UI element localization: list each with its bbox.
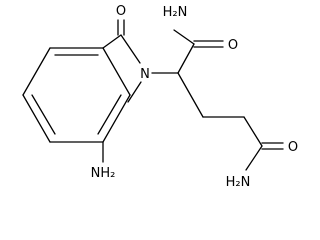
atom-label-amide2-nitrogen: H₂N bbox=[226, 175, 251, 190]
atom-label-amide1-oxygen: O bbox=[228, 38, 238, 53]
atom-label-ring-nitrogen: N bbox=[140, 67, 150, 82]
bonds bbox=[22, 19, 284, 171]
atom-label-ketone-oxygen: O bbox=[116, 4, 126, 19]
bond-cgamma-camide2 bbox=[243, 116, 263, 147]
atom-label-amide2-oxygen: O bbox=[288, 140, 298, 155]
bond-n-ch2 bbox=[127, 81, 142, 103]
bond-calpha-camide1 bbox=[177, 43, 195, 74]
atom-labels: O H₂N O N O H₂N NH₂ bbox=[91, 4, 298, 190]
bond-aromatic-inner-2 bbox=[31, 94, 56, 135]
chemical-structure-diagram: O H₂N O N O H₂N NH₂ bbox=[22, 4, 298, 190]
bond-camide1-n bbox=[173, 29, 195, 45]
bond-c7-n bbox=[120, 34, 141, 64]
bond-aromatic-inner-3 bbox=[97, 94, 122, 135]
bond-c6-c1 bbox=[22, 47, 51, 96]
atom-label-amide1-nitrogen: H₂N bbox=[163, 5, 188, 20]
bond-calpha-cbeta bbox=[177, 72, 204, 118]
bond-c5-c6 bbox=[22, 94, 51, 143]
bond-c2-c7 bbox=[102, 34, 122, 49]
bond-c2-c3 bbox=[102, 47, 131, 96]
bond-camide2-n bbox=[245, 145, 263, 171]
bond-c3-c4 bbox=[102, 94, 131, 143]
atom-label-aryl-amine: NH₂ bbox=[91, 166, 116, 181]
